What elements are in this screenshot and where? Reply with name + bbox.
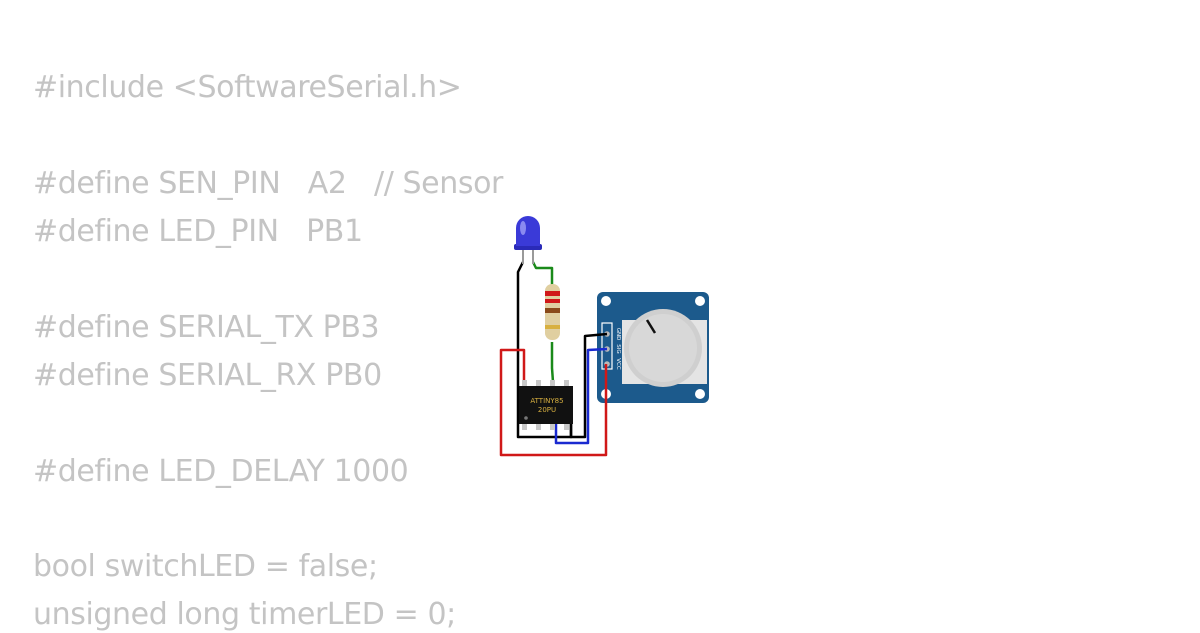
pot-knob-face — [629, 314, 697, 382]
chip-pin — [522, 380, 527, 387]
chip-body — [519, 386, 573, 424]
code-line: #define SERIAL_TX PB3 — [33, 310, 380, 345]
chip-pin — [536, 380, 541, 387]
chip-label-line2: 20PU — [538, 406, 556, 414]
resistor-band — [545, 291, 560, 296]
potentiometer-module[interactable]: GND SIG VCC — [597, 292, 709, 403]
wire-resistor-chip[interactable] — [550, 342, 555, 383]
code-line: #include <SoftwareSerial.h> — [33, 70, 462, 105]
code-line: unsigned long timerLED = 0; — [33, 597, 456, 632]
chip-pin — [550, 423, 555, 430]
blue-led[interactable] — [514, 216, 542, 264]
chip-pin — [550, 380, 555, 387]
code-line: #define LED_PIN PB1 — [33, 214, 363, 249]
wire-led-resistor[interactable] — [531, 261, 554, 290]
resistor-band — [545, 325, 560, 329]
pin-label-gnd: GND — [615, 328, 621, 341]
chip-pin1-dot — [524, 416, 528, 420]
mount-hole — [695, 296, 705, 306]
wire-gnd-pot[interactable] — [569, 332, 608, 439]
pin-label-vcc: VCC — [615, 358, 621, 370]
wire-vcc[interactable] — [499, 348, 608, 457]
chip-pin — [564, 423, 569, 430]
pin-label-sig: SIG — [615, 344, 621, 353]
chip-label-line1: ATTINY85 — [530, 397, 563, 405]
led-highlight — [520, 221, 526, 235]
code-line: #define SERIAL_RX PB0 — [33, 358, 382, 393]
chip-pin — [536, 423, 541, 430]
code-line: #define LED_DELAY 1000 — [33, 454, 409, 489]
code-line: #define SEN_PIN A2 // Sensor — [33, 166, 503, 201]
mount-hole — [601, 296, 611, 306]
wire-signal[interactable] — [554, 347, 608, 445]
code-line: bool switchLED = false; — [33, 549, 378, 584]
mount-hole — [695, 389, 705, 399]
resistor-band — [545, 308, 560, 313]
led-body — [516, 216, 540, 246]
pot-knob-pointer — [645, 319, 657, 334]
resistor[interactable] — [545, 284, 560, 340]
attiny85-chip[interactable]: ATTINY85 20PU — [519, 380, 573, 430]
chip-pin — [522, 423, 527, 430]
chip-pin — [564, 380, 569, 387]
resistor-band — [545, 299, 560, 303]
